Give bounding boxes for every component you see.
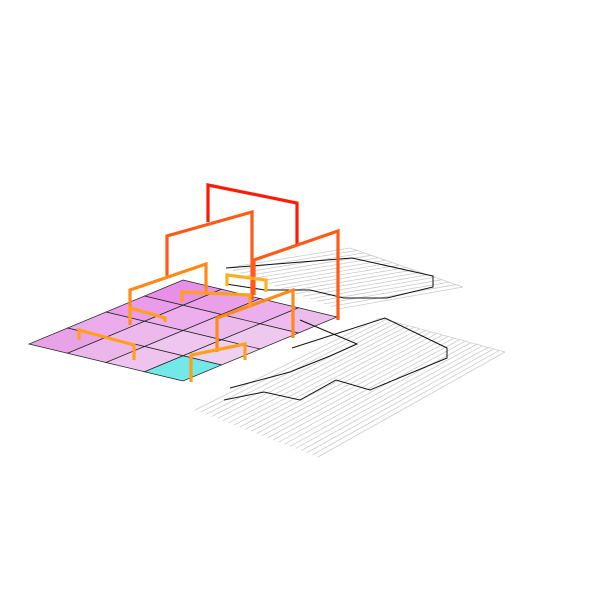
floor-grid-line: [317, 351, 506, 458]
dendrogram-branch: [180, 290, 252, 308]
floor-grid-line: [323, 281, 449, 305]
floor-grid-line: [233, 328, 420, 426]
floor-grid-line: [206, 320, 392, 415]
floor-grid-line: [288, 269, 414, 292]
floor-grid-line: [312, 350, 500, 456]
floor-grid-line: [281, 267, 407, 289]
floor-grid-line: [337, 286, 464, 310]
floor-grid-line: [225, 247, 351, 269]
floor-grid-edge: [349, 247, 464, 288]
floor-grid-line: [302, 274, 428, 297]
floor-grid-line: [194, 317, 381, 411]
floor-grid-edge: [379, 317, 506, 353]
dendrogram-branch: [215, 287, 295, 352]
floor-grid-line: [301, 347, 489, 451]
floor-outline: [223, 317, 448, 401]
floor-outline: [225, 257, 434, 299]
floor-grid-line: [267, 337, 455, 439]
floor-grid-line: [295, 345, 483, 449]
floor-grid-line: [200, 319, 386, 413]
floor-grid-line: [246, 254, 372, 277]
floor-grid-line: [260, 259, 386, 282]
floor-grid-line: [228, 326, 415, 424]
floor-grid-line: [306, 348, 494, 454]
dendrogram-branch: [77, 327, 136, 360]
dendrogram-branch: [225, 273, 268, 292]
floor-grid-line: [267, 262, 393, 284]
dendrogram-branch: [128, 305, 167, 322]
floor-grid-line: [295, 271, 421, 295]
dendrogram-branch: [189, 342, 247, 382]
floor-grid-line: [217, 323, 403, 419]
floor-grid-line: [284, 342, 472, 445]
heatmap-cells: [27, 279, 339, 382]
floor-grid: [194, 247, 506, 458]
floor-grid-line: [278, 340, 466, 443]
floor-outlines: [223, 257, 448, 401]
heatmap-cell: [143, 355, 223, 382]
dendrogram-branch: [165, 209, 254, 300]
floor-grid-line: [273, 339, 460, 441]
floor-grid-line: [239, 330, 426, 428]
floor-grid-line: [239, 252, 365, 274]
dendrogram-branch: [206, 183, 299, 244]
dendrogram-branches: [77, 183, 340, 382]
floor-grid-line: [222, 325, 409, 422]
floor-grid-line: [330, 284, 457, 307]
floor-grid-line: [253, 257, 379, 279]
floor-grid-line: [289, 343, 477, 447]
floor-grid-line: [211, 322, 398, 417]
floor-outline: [229, 319, 359, 389]
